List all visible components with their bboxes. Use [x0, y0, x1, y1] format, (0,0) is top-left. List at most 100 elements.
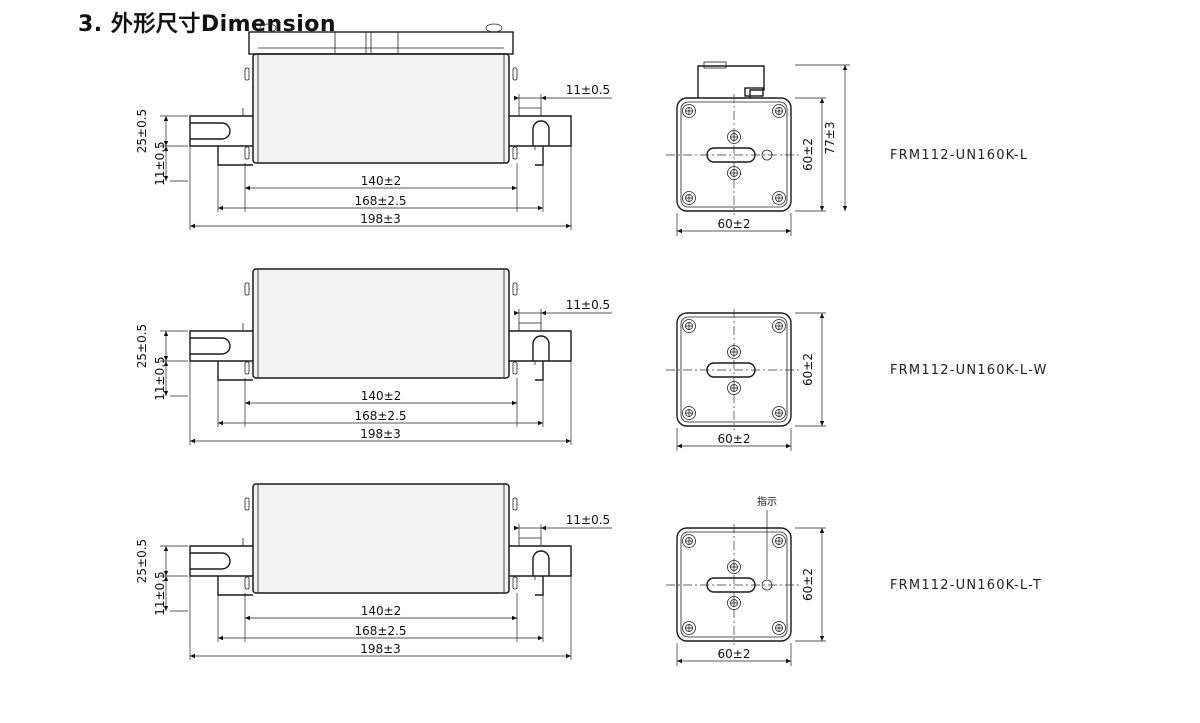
end-bolt	[244, 67, 250, 81]
dimension-arrow	[819, 313, 825, 318]
dimension-arrow	[163, 176, 169, 181]
dimension-arrow	[786, 658, 791, 664]
dimension-arrow	[190, 438, 195, 444]
right-terminal-step	[535, 361, 544, 381]
corner-screw-icon	[682, 406, 696, 420]
model-name: FRM112-UN160K-L	[890, 148, 1028, 163]
fuse-body	[252, 268, 510, 379]
page-heading: 3. 外形尺寸Dimension	[78, 12, 337, 37]
dimension-arrow	[163, 356, 169, 361]
terminal-length-dim-label: 168±2.5	[354, 409, 406, 423]
end-bolt	[244, 361, 250, 375]
microswitch	[697, 65, 765, 98]
dimension-arrow	[163, 116, 169, 121]
right-terminal-slot	[532, 120, 550, 146]
face-width-dim-label: 60±2	[718, 647, 751, 661]
fuse-body	[252, 483, 510, 594]
corner-screw-icon	[772, 534, 786, 548]
indicator-hole	[761, 149, 773, 161]
body-length-dim-label: 140±2	[361, 174, 402, 188]
dimension-arrow	[163, 606, 169, 611]
corner-screw-icon	[772, 319, 786, 333]
left-terminal-slot	[190, 337, 231, 355]
end-bolt	[244, 282, 250, 296]
dimension-arrow	[566, 653, 571, 659]
dimension-arrow	[514, 310, 519, 316]
corner-screw-icon	[682, 319, 696, 333]
corner-screw-icon	[682, 191, 696, 205]
end-bolt	[512, 497, 518, 511]
dimension-arrow	[538, 635, 543, 641]
corner-screw-icon	[682, 621, 696, 635]
dimension-arrow	[163, 576, 169, 581]
end-bolt	[244, 576, 250, 590]
terminal-thickness-label: 11±0.5	[566, 513, 610, 527]
dimension-arrow	[786, 443, 791, 449]
terminal-width-dim-label: 25±0.5	[135, 109, 149, 153]
dimension-arrow	[819, 206, 825, 211]
left-terminal	[189, 330, 253, 362]
center-screw-icon	[727, 345, 741, 359]
dimension-arrow	[677, 228, 682, 234]
center-slot	[706, 147, 756, 163]
dimension-arrow	[819, 636, 825, 641]
end-bolt	[512, 576, 518, 590]
top-screw-icon	[485, 23, 503, 33]
corner-screw-icon	[772, 191, 786, 205]
left-terminal-step	[217, 576, 253, 596]
face-width-dim-label: 60±2	[718, 217, 751, 231]
dimension-arrow	[512, 400, 517, 406]
dimension-arrow	[786, 228, 791, 234]
overall-length-dim-label: 198±3	[360, 642, 401, 656]
dimension-arrow	[677, 658, 682, 664]
dimension-arrow	[163, 146, 169, 151]
dimension-arrow	[819, 421, 825, 426]
dimension-arrow	[218, 205, 223, 211]
dimension-arrow	[819, 98, 825, 103]
left-terminal-slot	[190, 552, 231, 570]
center-screw-icon	[727, 381, 741, 395]
slot-offset-dim-label: 11±0.5	[153, 141, 167, 185]
corner-screw-icon	[772, 621, 786, 635]
dimension-arrow	[677, 443, 682, 449]
right-terminal	[509, 545, 572, 577]
total-height-dim-label: 77±3	[823, 122, 837, 155]
top-screw-icon	[259, 23, 277, 33]
right-terminal-slot	[532, 550, 550, 576]
center-screw-icon	[727, 130, 741, 144]
model-name: FRM112-UN160K-L-W	[890, 363, 1048, 378]
terminal-length-dim-label: 168±2.5	[354, 194, 406, 208]
indicator-label: 指示	[757, 495, 777, 508]
dimension-arrow	[541, 95, 546, 101]
dimension-arrow	[163, 391, 169, 396]
dimension-arrow	[163, 546, 169, 551]
right-terminal	[509, 330, 572, 362]
dimension-arrow	[842, 206, 848, 211]
microswitch-housing	[248, 31, 514, 55]
center-screw-icon	[727, 596, 741, 610]
corner-screw-icon	[682, 104, 696, 118]
face-height-dim-label: 60±2	[801, 568, 815, 601]
end-bolt	[512, 67, 518, 81]
dimension-arrow	[819, 528, 825, 533]
right-terminal-slot	[532, 335, 550, 361]
left-terminal	[189, 545, 253, 577]
left-terminal	[189, 115, 253, 147]
dimension-arrow	[163, 361, 169, 366]
dimension-arrow	[163, 571, 169, 576]
indicator-hole	[761, 579, 773, 591]
end-bolt	[244, 497, 250, 511]
terminal-width-dim-label: 25±0.5	[135, 539, 149, 583]
center-slot	[706, 577, 756, 593]
end-bolt	[512, 282, 518, 296]
dimension-arrow	[514, 525, 519, 531]
dimension-arrow	[218, 635, 223, 641]
dimension-arrow	[538, 420, 543, 426]
dimension-arrow	[163, 141, 169, 146]
right-terminal-step	[535, 146, 544, 166]
dimension-arrow	[514, 95, 519, 101]
dimension-arrow	[245, 615, 250, 621]
end-bolt	[512, 146, 518, 160]
